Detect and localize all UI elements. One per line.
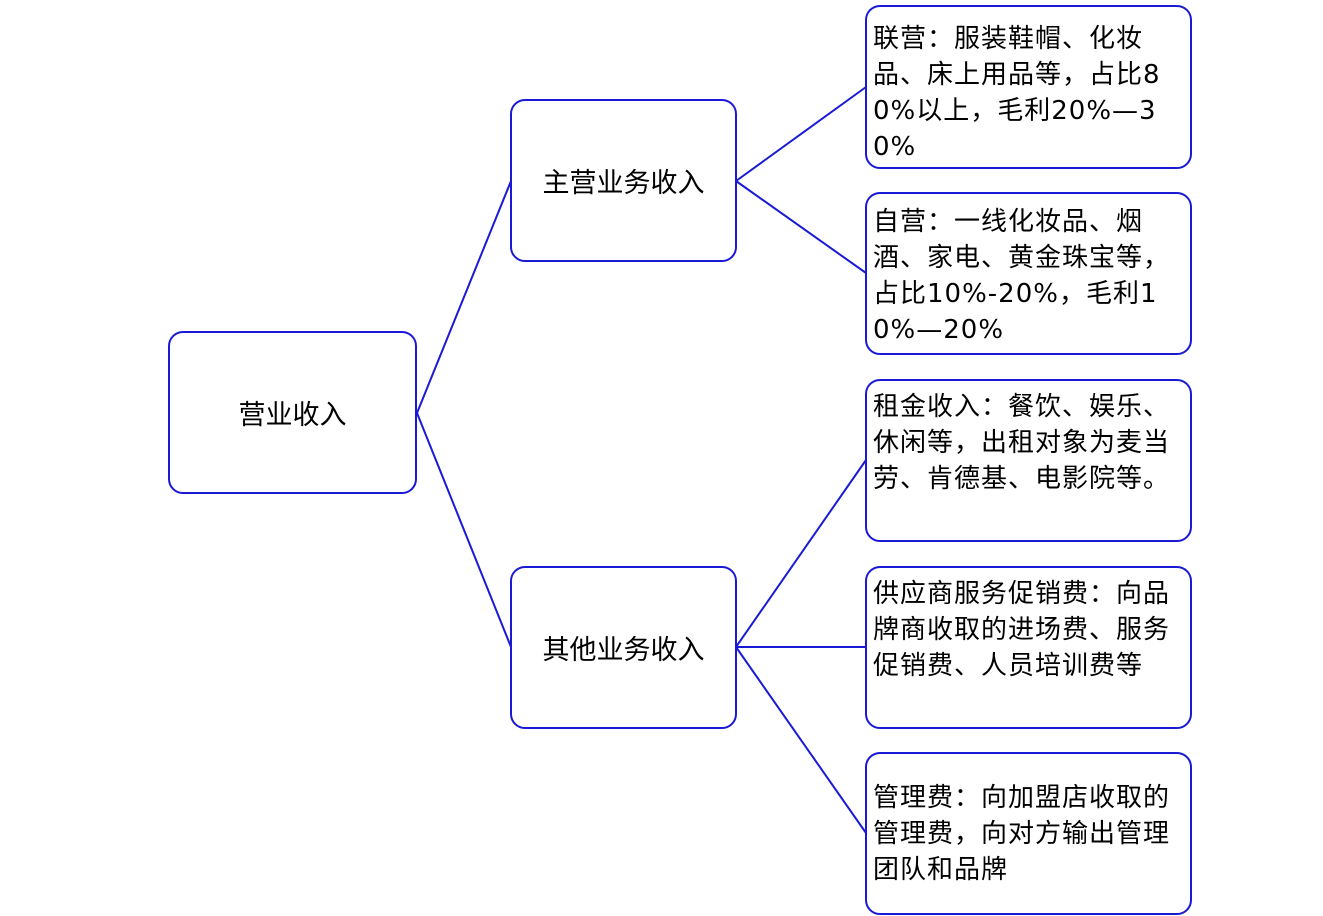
root-node: 营业收入 <box>168 331 417 494</box>
connector-main-to-leaf-1 <box>735 86 867 182</box>
leaf-node-rental-income-text: 租金收入：餐饮、娱乐、休闲等，出租对象为麦当劳、肯德基、电影院等。 <box>873 392 1171 494</box>
leaf-node-management-fee-text: 管理费：向加盟店收取的管理费，向对方输出管理团队和品牌 <box>873 783 1171 885</box>
leaf-node-joint-operation-text: 联营：服装鞋帽、化妆品、床上用品等，占比80%以上，毛利20%—30% <box>873 24 1161 162</box>
branch-node-other: 其他业务收入 <box>510 566 737 729</box>
leaf-node-supplier-fees-text: 供应商服务促销费：向品牌商收取的进场费、服务促销费、人员培训费等 <box>873 579 1171 681</box>
leaf-node-management-fee: 管理费：向加盟店收取的管理费，向对方输出管理团队和品牌 <box>865 752 1192 915</box>
leaf-node-self-operation: 自营：一线化妆品、烟酒、家电、黄金珠宝等，占比10%-20%，毛利10%—20% <box>865 192 1192 355</box>
leaf-node-self-operation-text: 自营：一线化妆品、烟酒、家电、黄金珠宝等，占比10%-20%，毛利10%—20% <box>873 207 1171 345</box>
connector-other-to-leaf-5 <box>735 646 867 834</box>
connector-other-to-leaf-3 <box>735 459 867 648</box>
leaf-node-supplier-fees: 供应商服务促销费：向品牌商收取的进场费、服务促销费、人员培训费等 <box>865 566 1192 729</box>
leaf-node-joint-operation: 联营：服装鞋帽、化妆品、床上用品等，占比80%以上，毛利20%—30% <box>865 5 1192 169</box>
branch-node-other-label: 其他业务收入 <box>542 635 705 666</box>
branch-node-main-label: 主营业务收入 <box>542 168 705 199</box>
connector-main-to-leaf-2 <box>735 180 867 274</box>
branch-node-main: 主营业务收入 <box>510 99 737 262</box>
root-node-label: 营业收入 <box>238 400 347 431</box>
connector-root-to-main <box>416 180 512 414</box>
leaf-node-rental-income: 租金收入：餐饮、娱乐、休闲等，出租对象为麦当劳、肯德基、电影院等。 <box>865 379 1192 542</box>
connector-root-to-other <box>416 412 512 648</box>
